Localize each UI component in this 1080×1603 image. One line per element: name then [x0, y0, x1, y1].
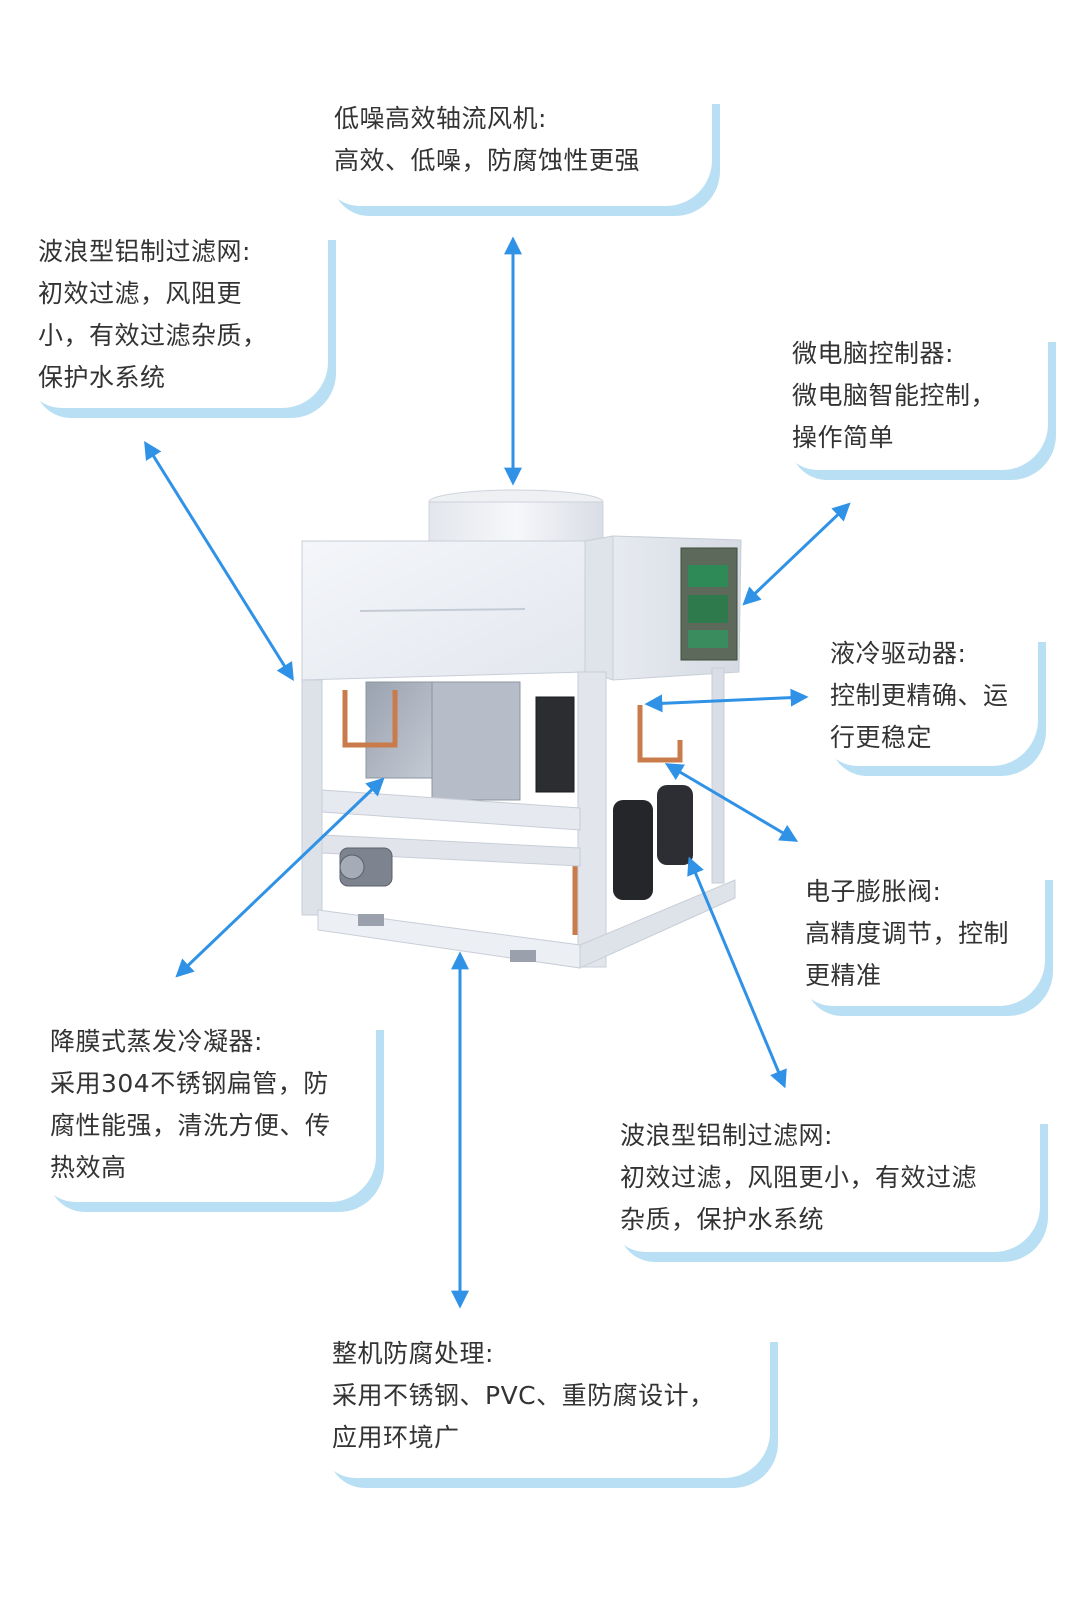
callout-filter-bottom-title: 波浪型铝制过滤网:: [620, 1121, 833, 1150]
callout-controller-title: 微电脑控制器:: [792, 339, 954, 368]
callout-fan-body: 高效、低噪，防腐蚀性更强: [334, 146, 641, 175]
callout-condenser-title: 降膜式蒸发冷凝器:: [50, 1027, 263, 1056]
callout-filter-top-title: 波浪型铝制过滤网:: [38, 237, 251, 266]
arrow-expansion-valve: [664, 763, 799, 842]
callout-filter-top-body: 初效过滤，风阻更 小，有效过滤杂质， 保护水系统: [38, 279, 268, 392]
callout-filter-top: 波浪型铝制过滤网: 初效过滤，风阻更 小，有效过滤杂质， 保护水系统: [24, 228, 328, 408]
arrow-filter-top: [144, 440, 294, 682]
arrow-filter-bottom: [687, 856, 787, 1089]
callout-expansion-valve-body: 高精度调节，控制 更精准: [805, 919, 1010, 990]
arrow-condenser: [175, 777, 385, 978]
air-conditioner-unit-illustration: [301, 489, 742, 969]
callout-fan-title: 低噪高效轴流风机:: [334, 104, 547, 133]
callout-arrows: [144, 236, 851, 1309]
callout-filter-bottom-body: 初效过滤，风阻更小，有效过滤 杂质，保护水系统: [620, 1163, 978, 1234]
callout-anticorrosion-title: 整机防腐处理:: [332, 1339, 494, 1368]
callout-liquid-drive-body: 控制更精确、运 行更稳定: [830, 681, 1009, 752]
callout-fan: 低噪高效轴流风机: 高效、低噪，防腐蚀性更强: [322, 92, 712, 206]
callout-anticorrosion: 整机防腐处理: 采用不锈钢、PVC、重防腐设计， 应用环境广: [318, 1330, 770, 1478]
callout-controller: 微电脑控制器: 微电脑智能控制， 操作简单: [780, 330, 1048, 470]
callout-controller-body: 微电脑智能控制， 操作简单: [792, 381, 997, 452]
callout-expansion-valve: 电子膨胀阀: 高精度调节，控制 更精准: [795, 868, 1045, 1006]
arrow-controller: [742, 502, 851, 606]
callout-condenser: 降膜式蒸发冷凝器: 采用304不锈钢扁管，防 腐性能强，清洗方便、传 热效高: [38, 1018, 376, 1202]
callout-expansion-valve-title: 电子膨胀阀:: [805, 877, 942, 906]
callout-liquid-drive-title: 液冷驱动器:: [830, 639, 967, 668]
arrow-liquid-drive: [644, 688, 809, 713]
callout-condenser-body: 采用304不锈钢扁管，防 腐性能强，清洗方便、传 热效高: [50, 1069, 331, 1182]
callout-filter-bottom: 波浪型铝制过滤网: 初效过滤，风阻更小，有效过滤 杂质，保护水系统: [608, 1112, 1040, 1252]
callout-liquid-drive: 液冷驱动器: 控制更精确、运 行更稳定: [820, 630, 1038, 766]
callout-anticorrosion-body: 采用不锈钢、PVC、重防腐设计， 应用环境广: [332, 1381, 715, 1452]
